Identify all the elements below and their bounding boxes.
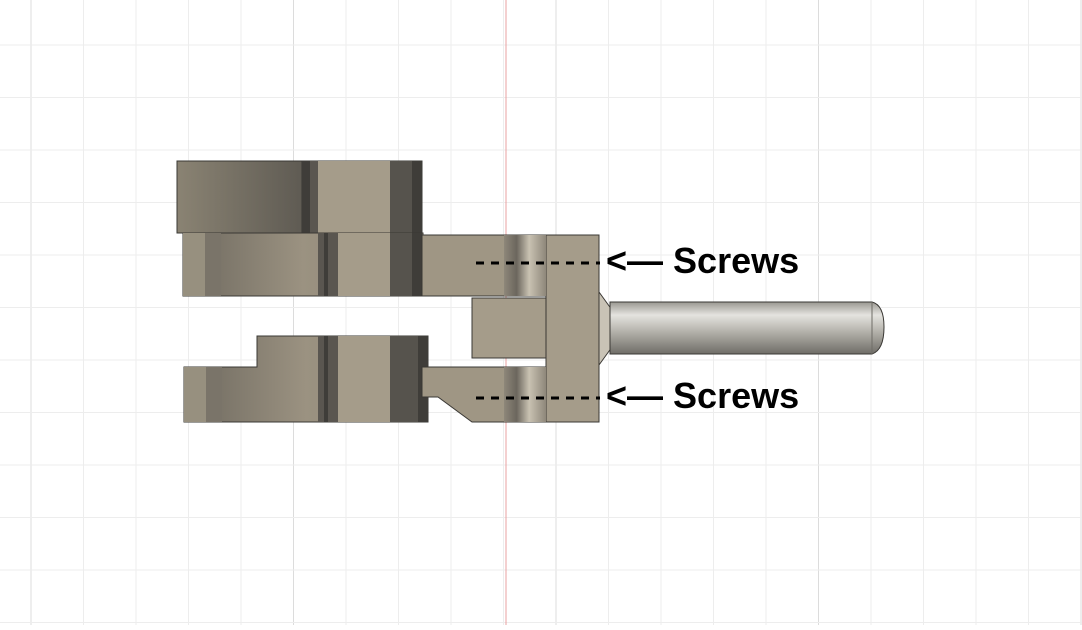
annotation-text: Screws: [673, 240, 800, 281]
arrow-left-icon: <—: [606, 240, 664, 281]
annotation-screws-bottom: <— Screws: [606, 378, 799, 414]
arrow-left-icon: <—: [606, 375, 664, 416]
hub-body: [421, 234, 613, 423]
screw-bottom: [504, 367, 546, 422]
annotation-text: Screws: [673, 375, 800, 416]
shaft: [609, 301, 885, 355]
lower-jaw: [183, 335, 429, 423]
upper-jaw: [176, 160, 424, 297]
annotation-screws-top: <— Screws: [606, 243, 799, 279]
screw-top: [504, 235, 546, 296]
